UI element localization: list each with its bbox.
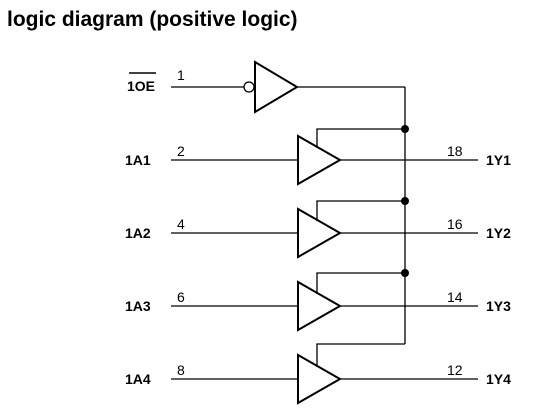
junction-dot-3 <box>401 269 409 277</box>
y3-pin-number: 14 <box>447 289 463 305</box>
a3-label: 1A3 <box>125 298 151 314</box>
y1-label: 1Y1 <box>486 152 511 168</box>
a1-pin-number: 2 <box>177 143 185 159</box>
a2-label: 1A2 <box>125 225 151 241</box>
oe-row: 1OE 1 <box>127 60 406 344</box>
channel-3: 1A3 6 14 1Y3 <box>125 269 511 332</box>
enable-tap-2 <box>316 200 405 221</box>
y2-label: 1Y2 <box>486 225 511 241</box>
enable-tap-4 <box>316 343 405 367</box>
oe-pin-number: 1 <box>177 67 185 83</box>
channel-4: 1A4 8 12 1Y4 <box>125 343 511 405</box>
channel-2: 1A2 4 16 1Y2 <box>125 197 511 259</box>
channel-1: 1A1 2 18 1Y1 <box>125 125 511 186</box>
y4-pin-number: 12 <box>447 362 463 378</box>
inversion-bubble <box>243 81 255 93</box>
y1-pin-number: 18 <box>447 143 463 159</box>
y4-label: 1Y4 <box>486 371 511 387</box>
buffer-2 <box>297 207 343 259</box>
junction-dot-1 <box>401 125 409 133</box>
buffer-3 <box>297 280 343 332</box>
y3-label: 1Y3 <box>486 298 511 314</box>
enable-tap-1 <box>316 128 405 148</box>
junction-dot-2 <box>401 197 409 205</box>
oe-label: 1OE <box>127 78 155 94</box>
a3-pin-number: 6 <box>177 289 185 305</box>
enable-tap-3 <box>316 272 405 294</box>
buffer-4 <box>297 353 343 405</box>
diagram-title: logic diagram (positive logic) <box>7 8 298 31</box>
a4-pin-number: 8 <box>177 362 185 378</box>
y2-pin-number: 16 <box>447 216 463 232</box>
buffer-1 <box>297 134 343 186</box>
a2-pin-number: 4 <box>177 216 185 232</box>
a4-label: 1A4 <box>125 371 151 387</box>
oe-inverting-buffer <box>254 60 299 114</box>
a1-label: 1A1 <box>125 152 151 168</box>
